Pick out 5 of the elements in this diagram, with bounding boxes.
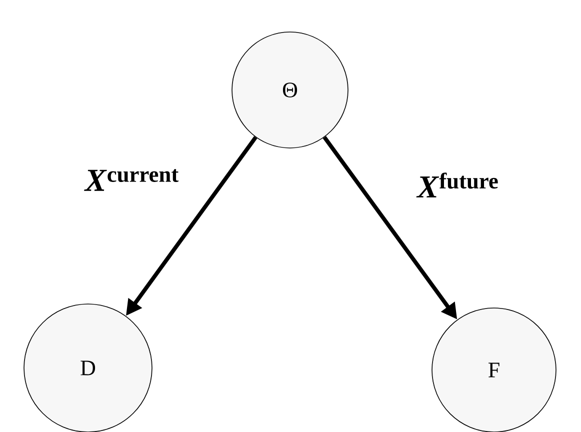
circle-node: D (24, 304, 152, 432)
circle-node: Θ (232, 32, 348, 148)
circle-node: F (432, 308, 556, 432)
edge-label: X$^{current}$ (84, 169, 179, 191)
edge-label: X$^{future}$ (416, 172, 498, 198)
